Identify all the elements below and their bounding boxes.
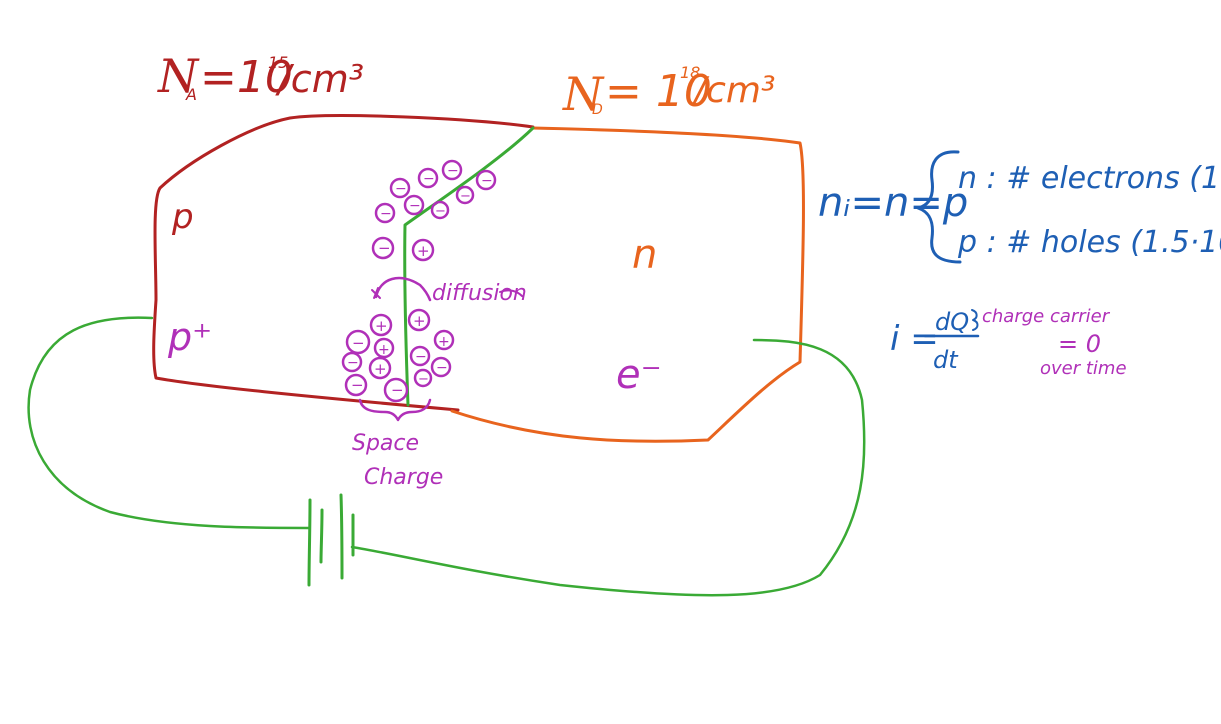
svg-text:−: −: [378, 239, 391, 257]
ion-negative: −: [389, 177, 411, 199]
svg-text:−: −: [447, 163, 459, 179]
svg-text:+: +: [413, 312, 426, 330]
donor-concentration-label: N D = 10 18 /cm³: [562, 63, 775, 121]
ion-positive: +: [411, 238, 435, 262]
circuit-wire-left: [27, 316, 311, 530]
intrinsic-equation: nᵢ=n=p: [818, 180, 968, 226]
n-region-outline: [450, 126, 805, 443]
nd-symbol: N: [562, 67, 605, 121]
ion-negative: −: [417, 167, 439, 189]
circuit-wire-right: [350, 338, 866, 597]
diffusion-underline: [499, 289, 523, 297]
svg-text:+: +: [438, 334, 450, 350]
svg-text:−: −: [436, 360, 448, 376]
na-unit: /cm³: [275, 57, 364, 101]
svg-text:−: −: [423, 171, 435, 187]
svg-text:−: −: [351, 376, 364, 394]
diffusion-label: diffusion: [432, 281, 527, 306]
na-exponent: 15: [268, 53, 288, 72]
current-equation: i = dQ dt charge carrier = 0 over time: [890, 306, 1127, 379]
na-value: =10: [200, 52, 293, 103]
small-brace: [971, 309, 979, 331]
nd-exponent: 18: [680, 63, 700, 82]
ion-negative: −: [413, 368, 433, 388]
nd-subscript: D: [592, 102, 603, 118]
diffusion-arrow: [374, 276, 432, 302]
ion-positive: +: [369, 313, 393, 337]
svg-text:−: −: [415, 349, 427, 365]
ion-positive: +: [407, 308, 431, 332]
svg-text:+: +: [417, 242, 430, 260]
space-charge-brace: [358, 398, 432, 422]
n-region-label: n: [632, 232, 657, 278]
svg-text:−: −: [391, 381, 404, 399]
space-charge-ions: − − − − − − − − − + − + + + + − + − − − …: [341, 159, 497, 403]
svg-text:−: −: [347, 355, 359, 371]
space-charge-label-2: Charge: [364, 465, 443, 490]
svg-text:−: −: [481, 173, 493, 189]
ion-negative: −: [383, 377, 409, 403]
p-plus-label: p⁺: [167, 315, 212, 359]
ion-negative: −: [441, 159, 463, 181]
ion-negative: −: [371, 236, 395, 260]
svg-text:+: +: [374, 360, 387, 378]
equals-zero-note: = 0: [1058, 330, 1101, 358]
ion-positive: +: [368, 356, 392, 380]
ion-negative: −: [374, 202, 396, 224]
na-subscript: A: [185, 85, 197, 104]
current-denominator: dt: [933, 346, 959, 374]
acceptor-concentration-label: N A =10 15 /cm³: [157, 49, 364, 104]
na-symbol: N: [157, 49, 200, 103]
ion-negative: −: [430, 356, 452, 378]
space-charge-label-1: Space: [352, 431, 419, 456]
over-time-note: over time: [1040, 358, 1127, 379]
electron-label: e⁻: [616, 352, 662, 398]
ion-negative: −: [345, 329, 371, 355]
curly-brace: [916, 150, 962, 264]
electrons-line: n : # electrons (1.5·10¹⁰): [958, 161, 1221, 196]
battery-symbol: [307, 493, 355, 587]
ion-negative: −: [430, 200, 450, 220]
p-region-outline: [152, 114, 535, 412]
ion-negative: −: [344, 373, 368, 397]
charge-carrier-note: charge carrier: [982, 306, 1111, 327]
ion-negative: −: [341, 351, 363, 373]
junction-line: [403, 126, 535, 407]
svg-text:−: −: [418, 372, 429, 387]
nd-value: = 10: [605, 66, 712, 117]
ion-negative: −: [475, 169, 497, 191]
ion-positive: +: [433, 329, 455, 351]
ion-negative: −: [403, 194, 425, 216]
diffusion-arrow-head: [371, 287, 381, 299]
svg-text:−: −: [435, 204, 446, 219]
svg-text:−: −: [409, 198, 421, 214]
svg-text:−: −: [395, 181, 407, 197]
ion-negative: −: [409, 345, 431, 367]
svg-text:−: −: [380, 206, 392, 222]
svg-text:+: +: [378, 342, 390, 358]
current-lhs: i =: [890, 319, 939, 359]
ion-positive: +: [373, 337, 395, 359]
svg-text:+: +: [375, 317, 388, 335]
svg-text:−: −: [460, 189, 471, 204]
p-region-label: p: [171, 197, 194, 237]
holes-line: p : # holes (1.5·10¹⁰): [957, 225, 1221, 260]
current-numerator: dQ: [935, 308, 969, 336]
ion-negative: −: [455, 185, 475, 205]
nd-unit: /cm³: [691, 70, 775, 111]
svg-text:−: −: [352, 334, 365, 352]
